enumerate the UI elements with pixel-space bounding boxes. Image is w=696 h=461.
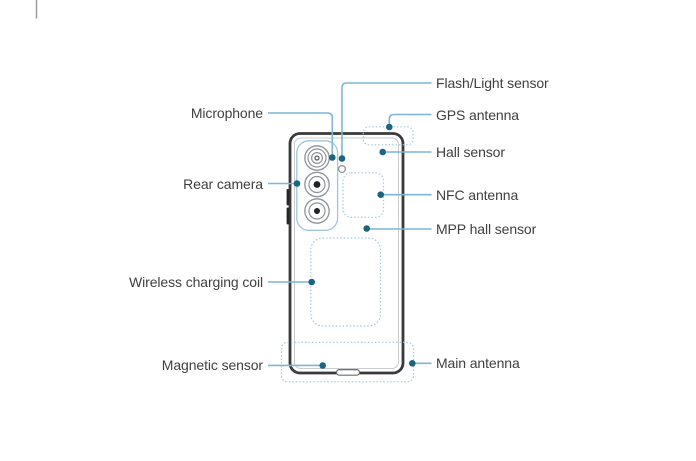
dot-main-antenna — [409, 360, 416, 367]
main-antenna-region — [280, 341, 415, 383]
side-key-volume — [286, 189, 290, 206]
dot-nfc-antenna — [377, 191, 385, 198]
leader-lines — [268, 82, 432, 367]
label-wireless-charging-coil: Wireless charging coil — [129, 274, 263, 290]
label-hall-sensor: Hall sensor — [436, 144, 505, 160]
dotted-regions — [280, 126, 415, 383]
label-main-antenna: Main antenna — [436, 355, 520, 372]
phone-inner-frame-line — [294, 137, 399, 369]
dot-rear-camera — [293, 180, 301, 187]
rear-camera-module — [296, 140, 347, 231]
leader-gps-antenna — [388, 113, 432, 127]
camera-lens-top — [304, 145, 330, 171]
label-gps-antenna: GPS antenna — [436, 106, 519, 123]
label-nfc-antenna: NFC antenna — [436, 186, 519, 203]
dot-magnetic-sensor — [319, 362, 327, 369]
dot-gps-antenna — [386, 123, 393, 131]
label-rear-camera: Rear camera — [183, 175, 263, 192]
dot-mpp-hall-sensor — [363, 225, 371, 232]
dot-hall-sensor — [379, 148, 387, 156]
label-flash-light-sensor: Flash/Light sensor — [436, 75, 549, 91]
dot-microphone — [329, 154, 336, 161]
callout-dots — [293, 123, 416, 369]
gps-antenna-region — [362, 126, 414, 146]
dot-wireless-charging-coil — [308, 278, 316, 286]
flash-light-sensor-lens — [337, 164, 347, 174]
label-magnetic-sensor: Magnetic sensor — [161, 357, 263, 374]
leader-flash-light-sensor — [341, 82, 432, 159]
leader-microphone — [268, 112, 334, 158]
side-key-power — [286, 207, 290, 225]
camera-lens-bottom — [304, 198, 330, 224]
label-mpp-hall-sensor: MPP hall sensor — [436, 221, 537, 237]
camera-lens-middle — [304, 171, 330, 198]
label-microphone: Microphone — [190, 105, 263, 121]
bottom-speaker-slot — [335, 369, 361, 376]
dot-flash-light-sensor — [338, 155, 346, 162]
